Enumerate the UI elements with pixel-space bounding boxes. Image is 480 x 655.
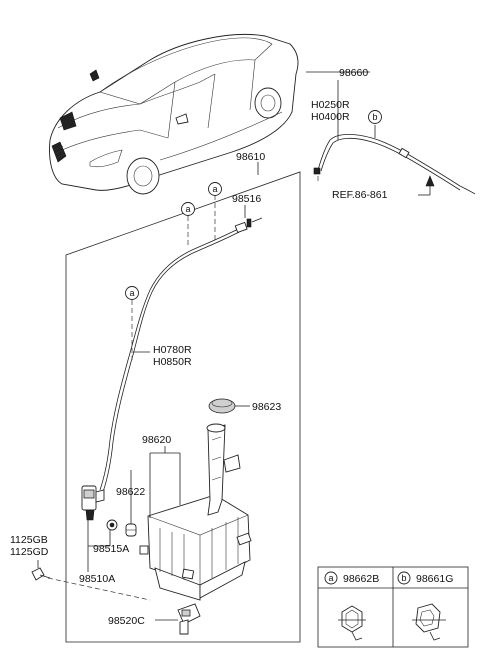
label-98622: 98622 [116, 486, 145, 498]
label-98510a: 98510A [79, 573, 115, 585]
label-h0780r: H0780R [153, 344, 192, 356]
svg-text:b: b [372, 112, 377, 122]
washer-hose-front [99, 217, 263, 493]
label-98515a: 98515A [93, 543, 129, 555]
label-98610: 98610 [236, 151, 265, 163]
svg-text:a: a [185, 204, 190, 214]
label-ref-86-861: REF.86-861 [332, 189, 388, 201]
callout-a-mid: a [125, 286, 139, 300]
callout-b-top: b [368, 110, 382, 124]
legend-marker-b: b [397, 571, 411, 585]
clip-98661G-drawing [412, 603, 446, 641]
label-h0850r: H0850R [153, 356, 192, 368]
svg-text:a: a [212, 184, 217, 194]
callout-a-top: a [208, 182, 222, 196]
filler-cap-98623 [208, 398, 236, 414]
clip-98662B-drawing [338, 605, 366, 641]
label-h0400r: H0400R [311, 111, 350, 123]
label-98660: 98660 [339, 67, 368, 79]
svg-text:b: b [401, 573, 406, 583]
callout-a-upper: a [181, 202, 195, 216]
grommet-98622 [125, 523, 137, 537]
label-1125gb: 1125GB [10, 534, 48, 546]
bolt-1125GB [31, 567, 51, 581]
legend-part-98661G: 98661G [416, 573, 453, 585]
label-98520c: 98520C [108, 615, 145, 627]
washer-pump-98510A [81, 485, 105, 521]
label-1125gd: 1125GD [10, 546, 49, 558]
label-h0250r: H0250R [311, 99, 350, 111]
washer-reservoir-98620 [139, 423, 252, 601]
ref-arrow [418, 175, 435, 196]
label-98623: 98623 [252, 401, 281, 413]
leader-bolt [47, 577, 151, 601]
level-sensor-98520C [177, 603, 201, 635]
leader-98620 [149, 446, 181, 518]
legend-marker-a: a [324, 571, 338, 585]
label-98620: 98620 [142, 434, 171, 446]
assembly-frame-98610 [65, 162, 301, 643]
clip-legend-table: a 98662B b 98661G [317, 566, 469, 648]
rear-washer-hose [313, 134, 476, 195]
svg-text:a: a [328, 573, 333, 583]
svg-text:a: a [129, 288, 134, 298]
legend-part-98662B: 98662B [343, 573, 379, 585]
label-98516: 98516 [232, 193, 261, 205]
vehicle-illustration [49, 33, 299, 195]
